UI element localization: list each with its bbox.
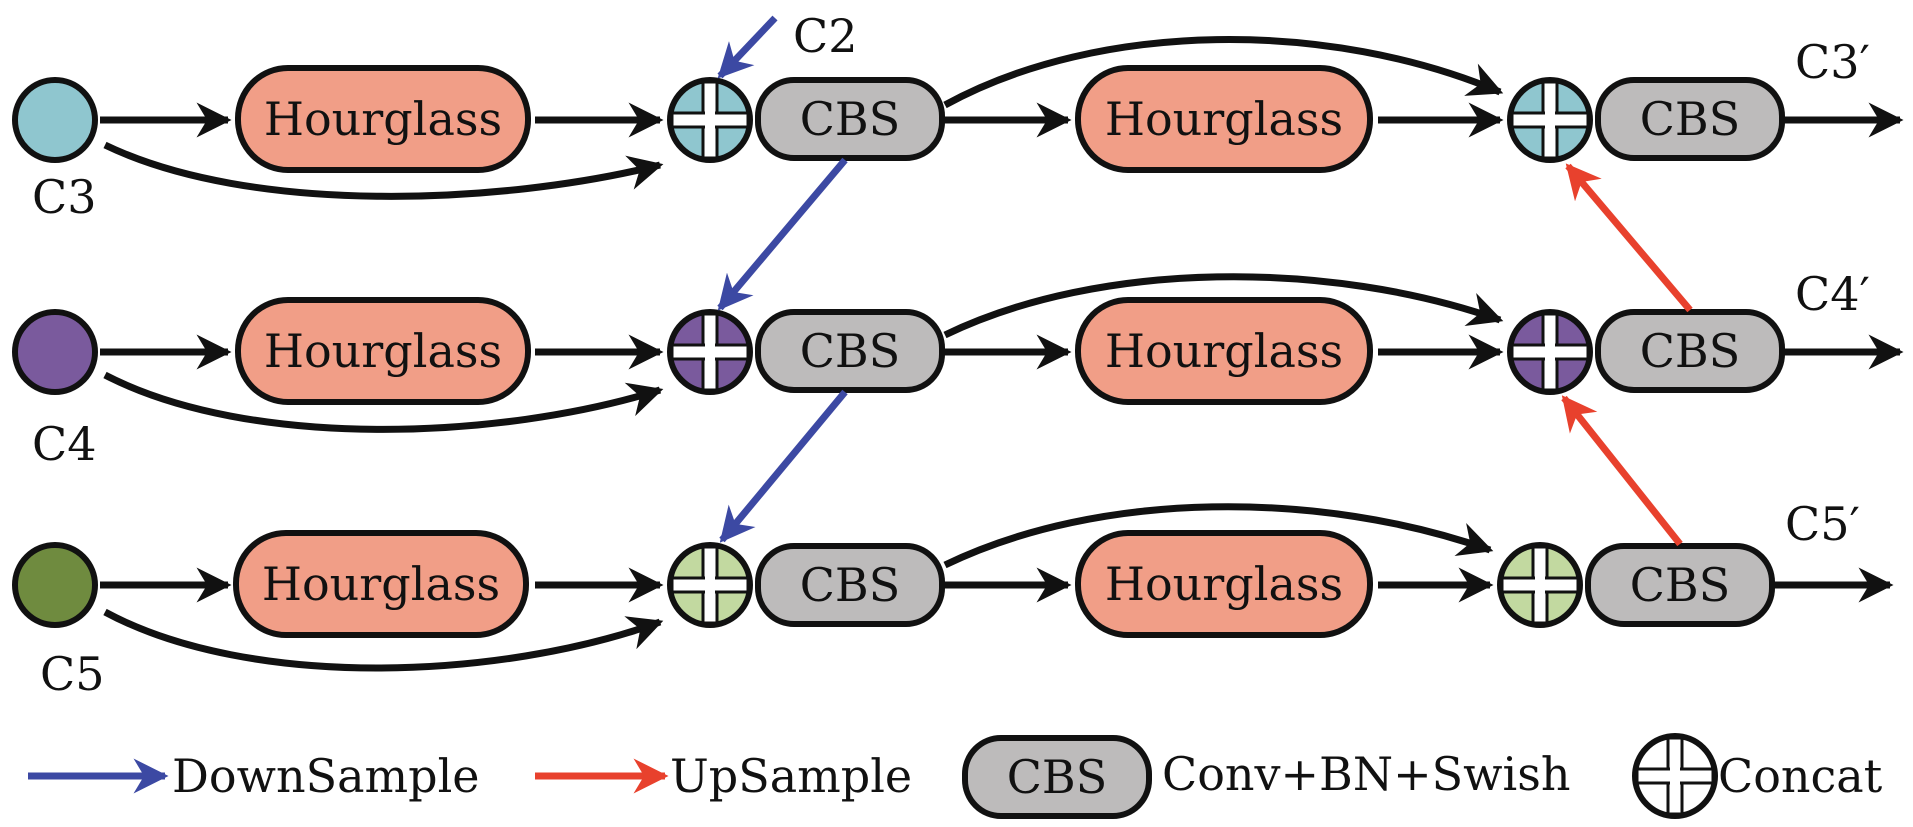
legend-concat-label: Concat (1718, 749, 1883, 803)
arrow-c4-skip (103, 371, 664, 433)
legend: DownSample UpSample CBS Conv+BN+Swish Co… (28, 733, 1883, 819)
input-node-c3 (12, 77, 98, 163)
row-c5: C5 Hourglass CBS Hourglass CBS C5′ (12, 497, 1894, 701)
concat-node-3b (1497, 542, 1583, 628)
concat-node-3a (667, 542, 753, 628)
input-label-c2: C2 (793, 9, 857, 63)
hourglass-label-2b: Hourglass (1105, 324, 1343, 378)
output-label-c5: C5′ (1785, 497, 1860, 551)
input-node-c4 (12, 309, 98, 395)
cbs-label-1a: CBS (800, 92, 901, 146)
cbs-label-2a: CBS (800, 324, 901, 378)
legend-concat-icon (1632, 733, 1718, 819)
legend-cbs-box (962, 735, 1152, 819)
hourglass-block-3b (1075, 530, 1373, 638)
hourglass-block-1a (235, 65, 531, 173)
arrow-c2-downsample (717, 15, 778, 79)
input-label-c3: C3 (32, 170, 96, 224)
hourglass-block-2b (1075, 297, 1373, 405)
legend-upsample-label: UpSample (670, 749, 912, 803)
hourglass-label-3b: Hourglass (1105, 557, 1343, 611)
concat-node-2b (1507, 309, 1593, 395)
legend-cbs-box-label: CBS (1007, 750, 1108, 804)
output-label-c4: C4′ (1795, 267, 1870, 321)
arrow-c5-skip (103, 608, 664, 672)
hourglass-block-2a (235, 297, 531, 405)
concat-node-1b (1507, 77, 1593, 163)
hourglass-label-1b: Hourglass (1105, 92, 1343, 146)
hourglass-label-3a: Hourglass (262, 557, 500, 611)
arrow-cbs3a-skip (943, 503, 1494, 569)
arrow-upsample-2-to-1 (1565, 163, 1693, 313)
concat-node-2a (667, 309, 753, 395)
arrow-downsample-1-to-2 (717, 157, 848, 311)
row-c3: C3 Hourglass CBS Hourglass CBS C3′ (12, 35, 1904, 224)
legend-cbs-desc: Conv+BN+Swish (1162, 747, 1570, 801)
output-label-c3: C3′ (1795, 35, 1870, 89)
arrow-upsample-3-to-2 (1561, 395, 1683, 547)
input-label-c5: C5 (40, 647, 104, 701)
arrow-cbs2a-skip (943, 273, 1504, 339)
arrow-downsample-2-to-3 (719, 389, 848, 543)
legend-downsample-label: DownSample (172, 749, 480, 803)
input-node-c5 (12, 542, 98, 628)
cbs-label-2b: CBS (1640, 324, 1741, 378)
cbs-label-3b: CBS (1630, 558, 1731, 612)
cbs-label-1b: CBS (1640, 92, 1741, 146)
hourglass-block-3a (233, 530, 529, 638)
input-label-c4: C4 (32, 417, 96, 471)
row-c4: C4 Hourglass CBS Hourglass CBS C4′ (12, 267, 1904, 471)
arrow-cbs1a-skip (943, 36, 1504, 109)
hourglass-block-1b (1075, 65, 1373, 173)
hourglass-label-2a: Hourglass (264, 324, 502, 378)
hourglass-label-1a: Hourglass (264, 92, 502, 146)
concat-node-1a (667, 77, 753, 163)
cbs-label-3a: CBS (800, 558, 901, 612)
arrow-c3-skip (103, 141, 664, 200)
